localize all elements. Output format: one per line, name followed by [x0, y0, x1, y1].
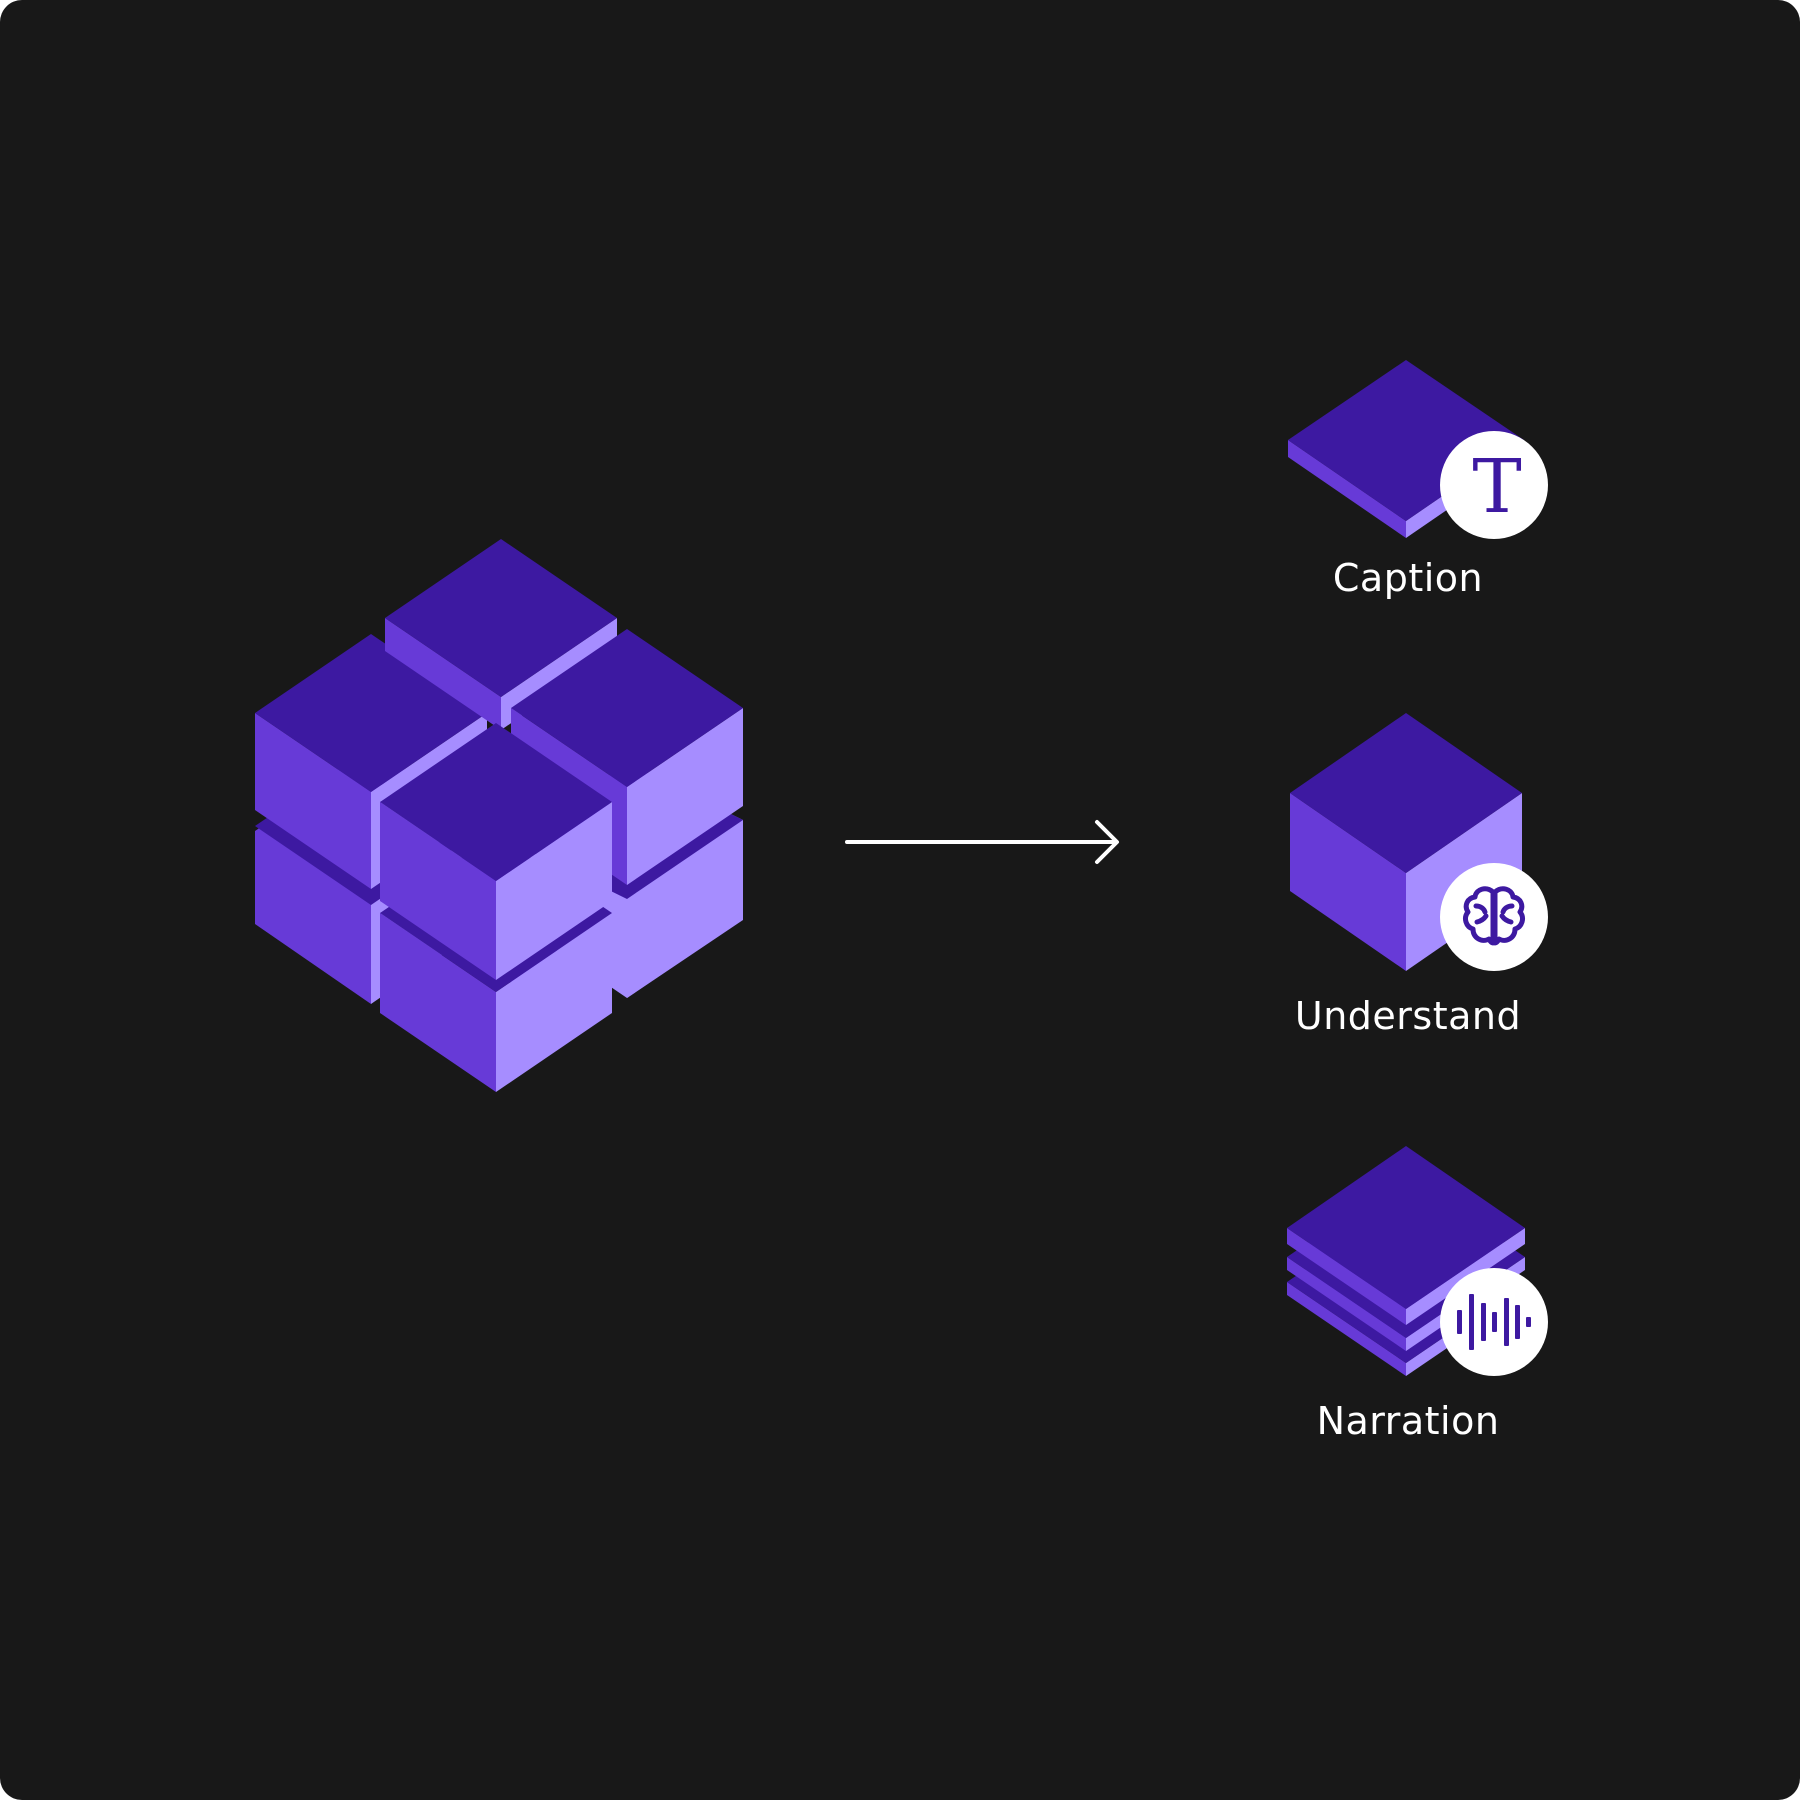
- cube: [385, 539, 617, 730]
- audio-waveform-icon: [1457, 1294, 1531, 1350]
- narration-badge: [1440, 1268, 1548, 1376]
- output-label-narration: Narration: [1316, 1399, 1500, 1443]
- caption-badge: T: [1440, 431, 1548, 539]
- cube: [380, 723, 612, 980]
- arrow-right-icon: [845, 820, 1119, 864]
- source-cube-cluster: [255, 539, 743, 1092]
- understand-badge: [1440, 863, 1548, 971]
- output-label-caption: Caption: [1332, 556, 1484, 600]
- output-label-understand: Understand: [1294, 994, 1522, 1038]
- text-t-icon: T: [1472, 444, 1521, 530]
- brain-icon: [1463, 886, 1525, 946]
